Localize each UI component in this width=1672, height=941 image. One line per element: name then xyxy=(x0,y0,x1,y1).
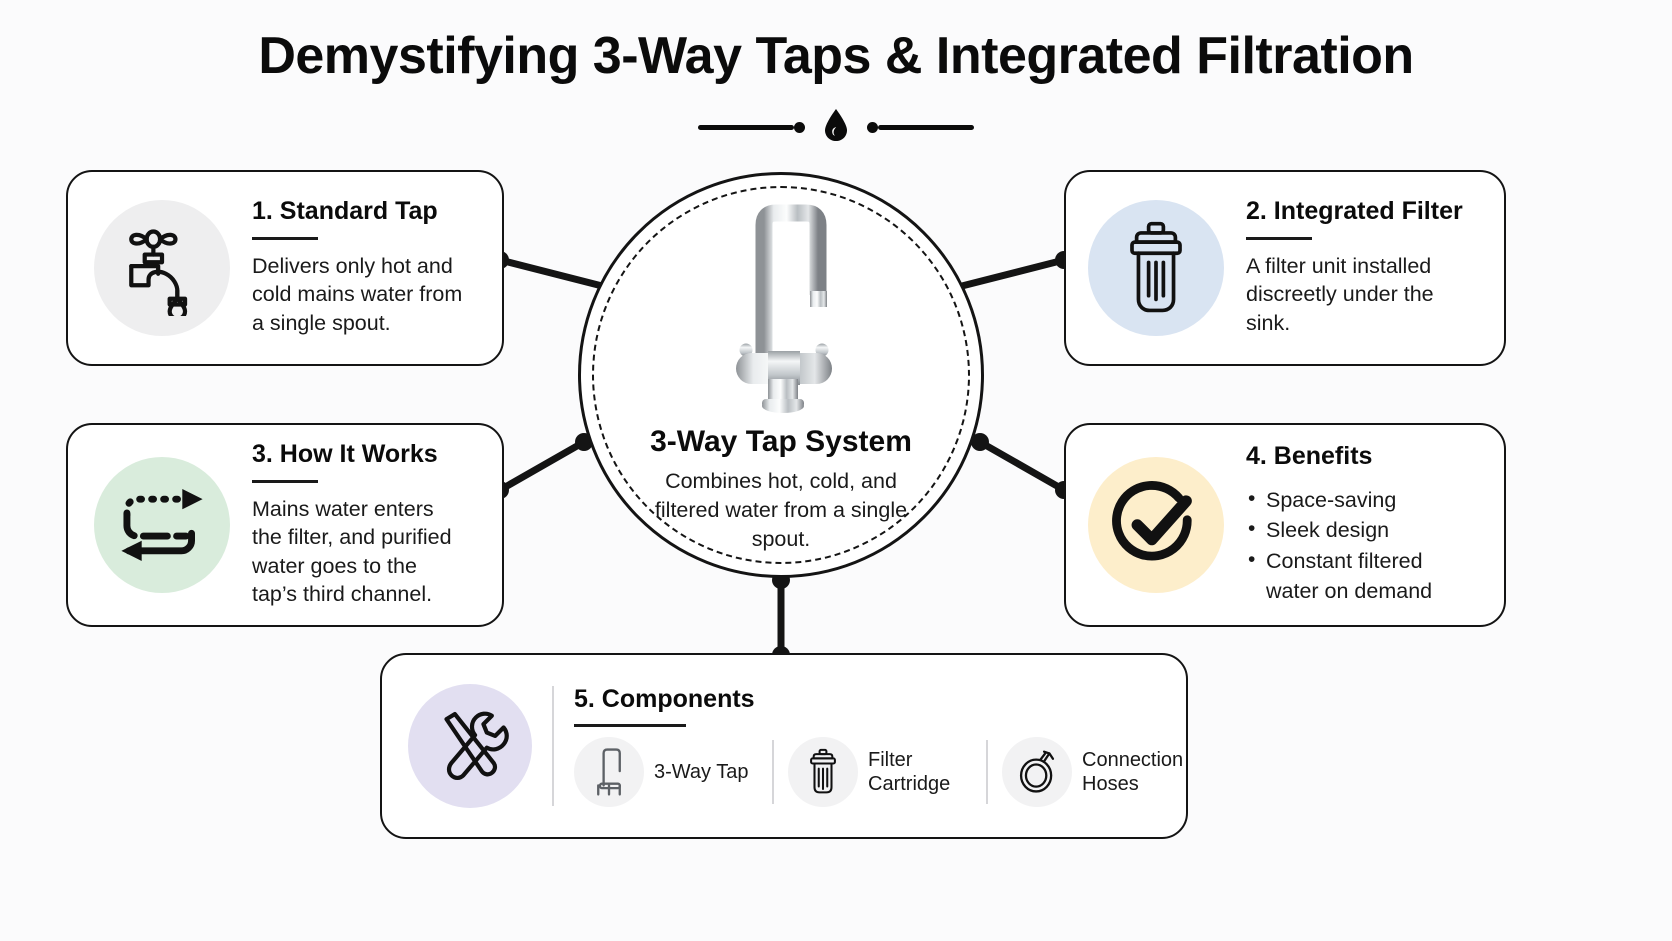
card3-icon-circle xyxy=(94,457,230,593)
component-item-3-way-tap[interactable]: 3-Way Tap xyxy=(574,737,758,807)
card3-body: 3. How It Works Mains water enters the f… xyxy=(230,441,460,609)
card2-rule xyxy=(1246,236,1312,240)
card-components[interactable]: 5. Components 3-Way Tap xyxy=(380,653,1188,839)
list-item: Space-saving xyxy=(1246,484,1462,516)
card5-title: 5. Components xyxy=(574,685,755,713)
header-ornament xyxy=(0,108,1672,147)
ornament-dot-right xyxy=(867,122,878,133)
card3-title: 3. How It Works xyxy=(252,440,438,469)
component-label: 3-Way Tap xyxy=(654,760,749,783)
water-drop-icon xyxy=(823,108,849,147)
list-item: Sleek design xyxy=(1246,514,1462,546)
card4-title: 4. Benefits xyxy=(1246,442,1373,471)
card-integrated-filter[interactable]: 2. Integrated Filter A filter unit insta… xyxy=(1064,170,1506,366)
chrome-3way-tap-photo xyxy=(736,204,832,413)
component-separator xyxy=(986,740,988,804)
components-list: 3-Way Tap xyxy=(574,737,1186,807)
ornament-dot-left xyxy=(794,122,805,133)
check-circle-icon xyxy=(1112,481,1192,561)
component-item-filter-cartridge[interactable]: Filter Cartridge xyxy=(788,737,972,807)
card1-rule xyxy=(252,236,318,240)
component-icon-wrap xyxy=(788,737,858,807)
flow-arrow-head-right xyxy=(182,489,203,510)
card1-icon-circle xyxy=(94,200,230,336)
connector-card1-hub xyxy=(496,256,614,292)
page-title: Demystifying 3-Way Taps & Integrated Fil… xyxy=(258,27,1414,85)
component-item-connection-hoses[interactable]: Connection Hoses xyxy=(1002,737,1186,807)
card2-body: 2. Integrated Filter A filter unit insta… xyxy=(1224,198,1467,337)
flow-arrow-head-left xyxy=(121,540,142,561)
classic-tap-icon xyxy=(129,229,188,316)
filter-cartridge-icon xyxy=(1130,221,1182,313)
card2-icon-circle xyxy=(1088,200,1224,336)
component-separator xyxy=(772,740,774,804)
card4-benefit-list: Space-saving Sleek design Constant filte… xyxy=(1246,484,1462,607)
connector-card3-hub xyxy=(496,438,588,494)
card-standard-tap[interactable]: 1. Standard Tap Delivers only hot and co… xyxy=(66,170,504,366)
connector-node-hub-se xyxy=(971,433,989,451)
card1-description: Delivers only hot and cold mains water f… xyxy=(252,253,463,336)
connector-card4-hub xyxy=(976,438,1068,494)
card5-rule xyxy=(574,724,686,727)
coiled-hose-icon xyxy=(1019,750,1055,793)
card5-icon-circle xyxy=(408,684,532,808)
component-icon-wrap xyxy=(1002,737,1072,807)
card2-description: A filter unit installed discreetly under… xyxy=(1246,253,1434,336)
component-icon-wrap xyxy=(574,737,644,807)
card3-description: Mains water enters the filter, and purif… xyxy=(252,496,452,607)
card-how-it-works[interactable]: 3. How It Works Mains water enters the f… xyxy=(66,423,504,627)
tools-icon xyxy=(444,711,509,781)
card2-title: 2. Integrated Filter xyxy=(1246,197,1463,226)
hub-title: 3-Way Tap System xyxy=(650,425,912,458)
card4-body: 4. Benefits Space-saving Sleek design Co… xyxy=(1224,443,1466,607)
list-item: Constant filtered water on demand xyxy=(1246,545,1462,607)
card1-title: 1. Standard Tap xyxy=(252,197,438,226)
component-label: Filter Cartridge xyxy=(868,748,951,795)
ornament-line-left xyxy=(698,125,794,130)
hub-dashed-ring xyxy=(592,186,970,564)
central-hub[interactable]: 3-Way Tap System Combines hot, cold, and… xyxy=(578,172,984,578)
card5-body: 5. Components 3-Way Tap xyxy=(574,685,1186,807)
card5-divider xyxy=(552,686,554,806)
card1-body: 1. Standard Tap Delivers only hot and co… xyxy=(230,198,468,337)
card-benefits[interactable]: 4. Benefits Space-saving Sleek design Co… xyxy=(1064,423,1506,627)
cartridge-outline-icon xyxy=(810,748,836,794)
card4-icon-circle xyxy=(1088,457,1224,593)
tap-outline-icon xyxy=(597,748,621,796)
ornament-line-right xyxy=(878,125,974,130)
flow-arrows-icon xyxy=(121,489,203,561)
hub-content: 3-Way Tap System Combines hot, cold, and… xyxy=(581,175,981,575)
connector-card2-hub xyxy=(950,256,1068,292)
hub-description: Combines hot, cold, and filtered water f… xyxy=(654,469,908,551)
component-label: Connection Hoses xyxy=(1082,748,1184,795)
card3-rule xyxy=(252,479,318,483)
